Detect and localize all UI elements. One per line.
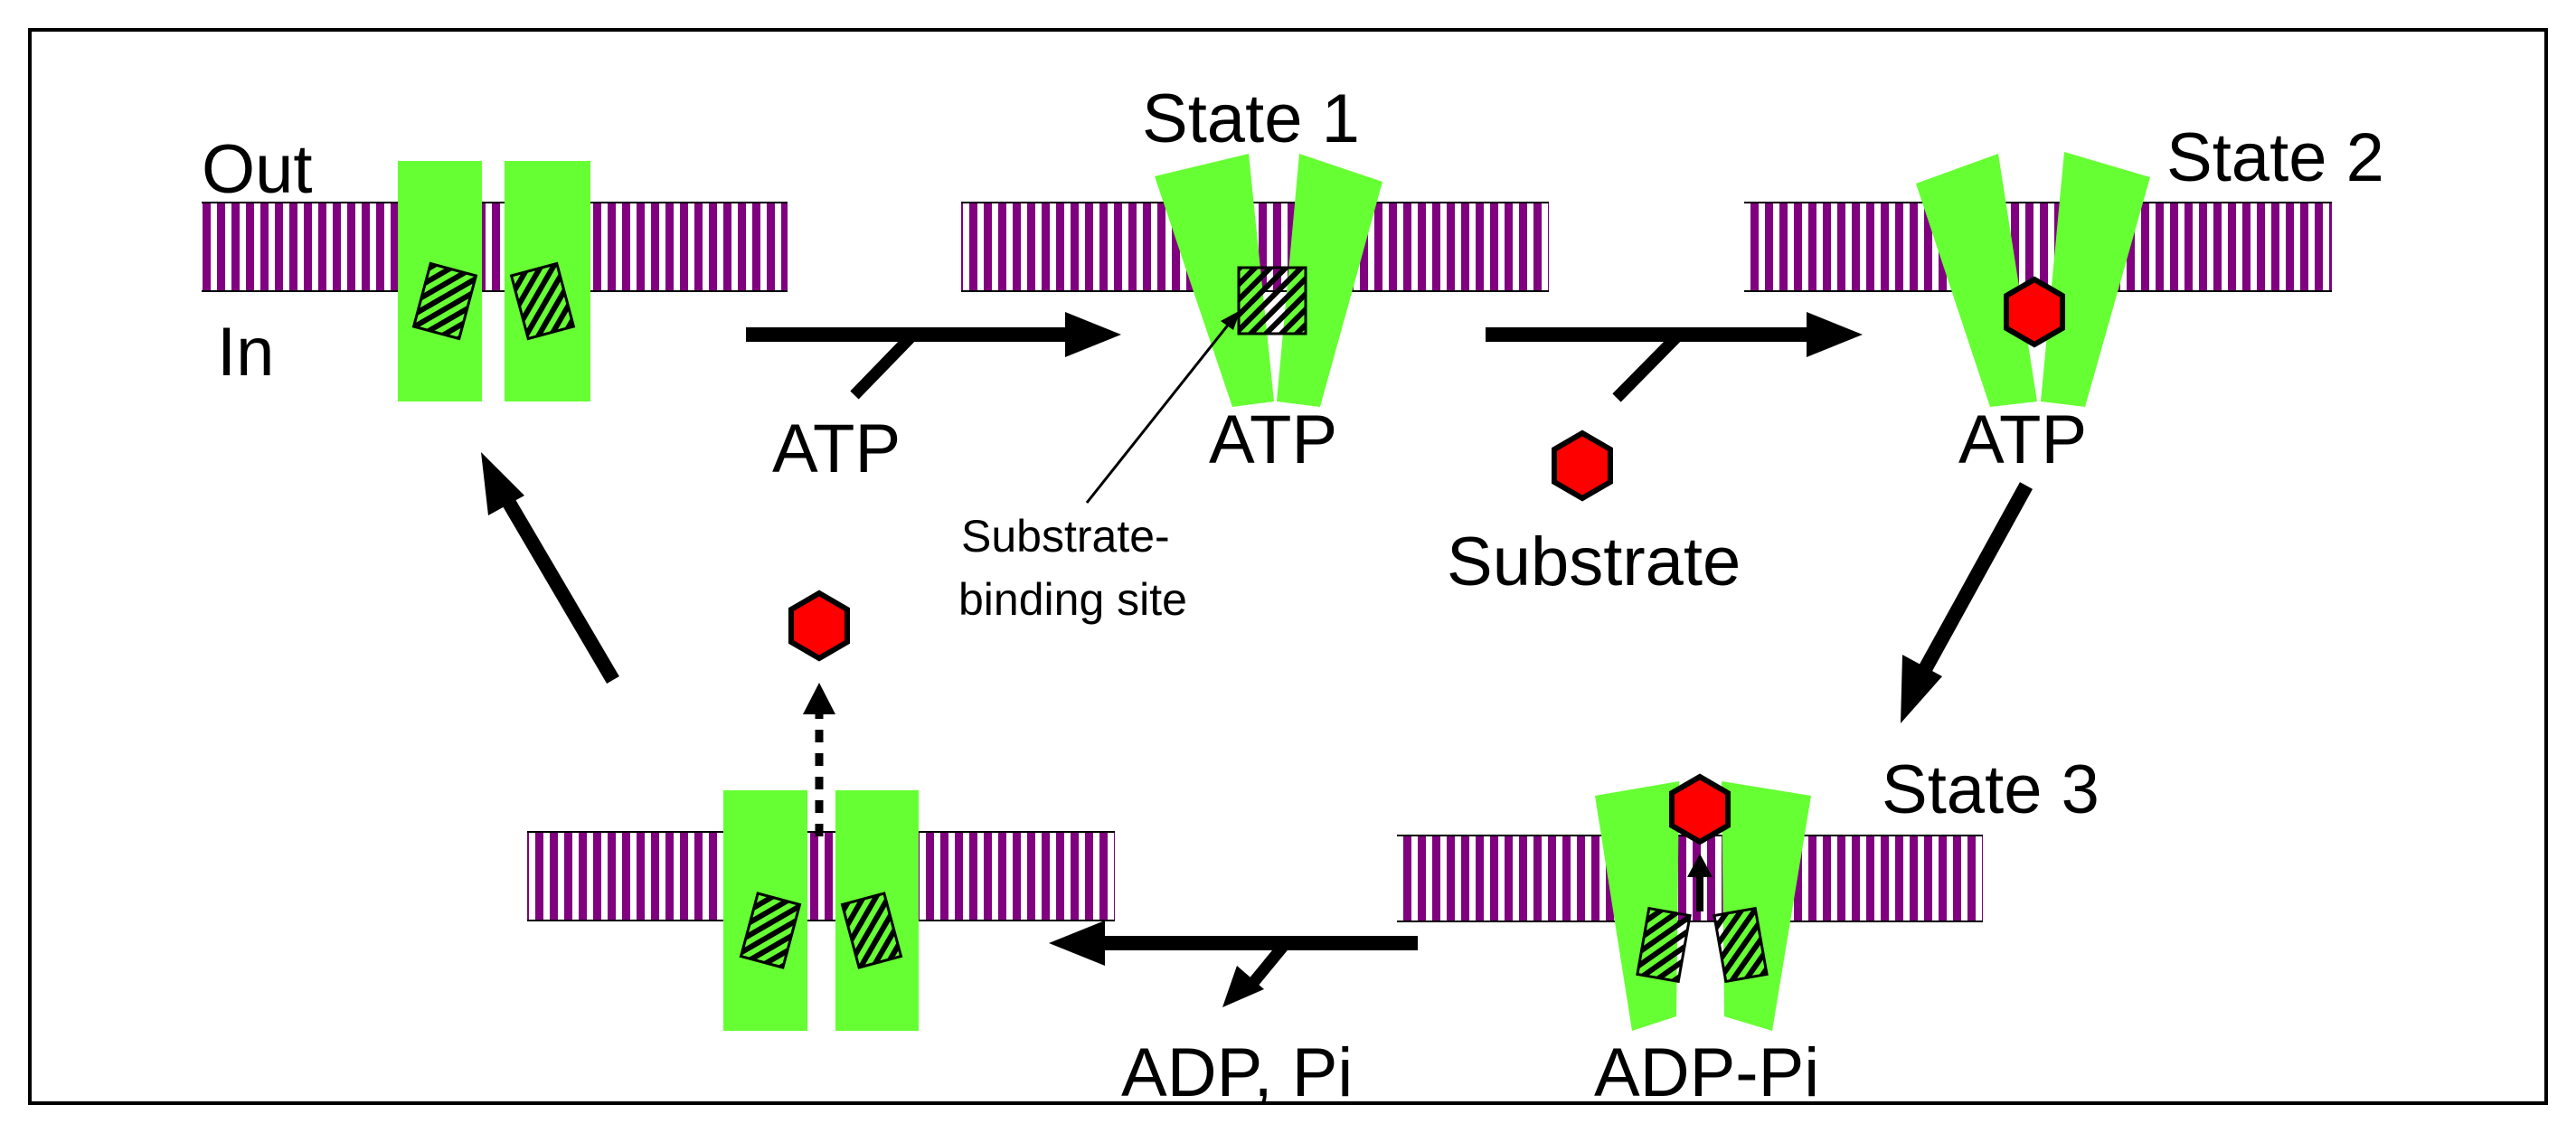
membrane [1744,202,2332,292]
protein-right-half [2041,152,2150,407]
substrate-icon [1672,777,1728,842]
transporter-state-2: State 2 ATP [1744,119,2384,478]
label-out: Out [202,131,313,208]
membrane [202,202,788,292]
label-state-2: State 2 [2166,119,2384,196]
arrow-hydrolysis [1901,482,2033,723]
label-in: In [217,314,274,391]
label-adp-pi-state3: ADP-Pi [1594,1034,1819,1111]
protein-left-half [1916,154,2037,407]
label-state-3: State 3 [1882,751,2099,828]
label-substrate-binding-site-2: binding site [958,574,1187,625]
arrow-reset [481,452,619,685]
substrate-icon [1554,433,1610,498]
binding-site-icon [1636,906,1692,984]
binding-site-icon [1713,906,1769,984]
protein-right-half [1277,154,1382,407]
label-atp-state1: ATP [1209,401,1337,478]
binding-site-icon [840,892,903,969]
binding-site-pointer [1085,317,1235,504]
membrane [1397,835,1983,922]
binding-site-icon [509,261,576,341]
label-atp-step1: ATP [772,411,901,487]
binding-site-icon [411,261,478,341]
protein-left-half [1155,154,1274,407]
label-adp-pi-release: ADP, Pi [1121,1034,1353,1111]
substrate-icon [791,593,847,658]
label-atp-state2: ATP [1958,401,2087,478]
transporter-state-1: State 1 ATP Substrate- binding site [958,80,1549,625]
binding-site-icon [739,892,802,969]
transporter-initial: Out In [202,131,788,401]
binding-site-icon [1237,266,1307,335]
label-substrate: Substrate [1447,524,1741,600]
membrane [527,831,1115,921]
substrate-icon [2006,279,2062,345]
arrow-adp-release: ADP, Pi [1049,921,1418,1111]
transporter-state-3: State 3 ADP-Pi [1397,751,2099,1111]
arrow-atp-binding: ATP [746,312,1121,487]
label-substrate-binding-site-1: Substrate- [961,511,1170,562]
diagram-frame [28,28,2548,1105]
transporter-released [527,593,1115,1031]
arrow-substrate-binding: Substrate [1447,312,1863,600]
label-state-1: State 1 [1142,80,1360,157]
